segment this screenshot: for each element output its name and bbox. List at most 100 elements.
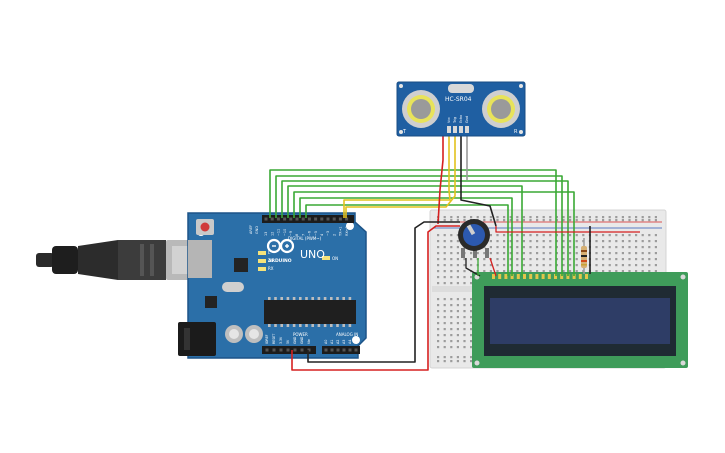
header-hole[interactable] <box>348 348 352 352</box>
breadboard-hole[interactable] <box>450 276 453 279</box>
breadboard-hole[interactable] <box>437 356 440 359</box>
breadboard-hole[interactable] <box>615 246 618 249</box>
breadboard-hole[interactable] <box>437 328 440 331</box>
breadboard-hole[interactable] <box>648 264 651 267</box>
breadboard-hole[interactable] <box>562 240 565 243</box>
breadboard-hole[interactable] <box>456 219 459 222</box>
breadboard-hole[interactable] <box>582 216 585 219</box>
breadboard-hole[interactable] <box>443 240 446 243</box>
breadboard-hole[interactable] <box>555 258 558 261</box>
wire-red[interactable] <box>495 226 640 233</box>
breadboard-hole[interactable] <box>450 360 453 363</box>
breadboard-hole[interactable] <box>654 234 657 237</box>
breadboard-hole[interactable] <box>654 252 657 255</box>
breadboard-hole[interactable] <box>608 219 611 222</box>
header-hole[interactable] <box>264 217 268 221</box>
sensor-pin[interactable] <box>465 126 469 133</box>
breadboard-hole[interactable] <box>575 270 578 273</box>
breadboard-hole[interactable] <box>456 276 459 279</box>
breadboard-hole[interactable] <box>608 252 611 255</box>
breadboard-hole[interactable] <box>555 246 558 249</box>
breadboard-hole[interactable] <box>470 252 473 255</box>
breadboard-hole[interactable] <box>496 216 499 219</box>
breadboard-hole[interactable] <box>542 258 545 261</box>
breadboard-hole[interactable] <box>595 234 598 237</box>
breadboard-hole[interactable] <box>483 264 486 267</box>
breadboard-hole[interactable] <box>476 252 479 255</box>
reset-button[interactable] <box>196 219 214 235</box>
breadboard-hole[interactable] <box>450 270 453 273</box>
breadboard-hole[interactable] <box>456 328 459 331</box>
breadboard-hole[interactable] <box>575 240 578 243</box>
breadboard-hole[interactable] <box>443 304 446 307</box>
breadboard-hole[interactable] <box>463 334 466 337</box>
breadboard-hole[interactable] <box>450 346 453 349</box>
breadboard-hole[interactable] <box>549 270 552 273</box>
breadboard-hole[interactable] <box>569 252 572 255</box>
breadboard-hole[interactable] <box>437 334 440 337</box>
breadboard-hole[interactable] <box>463 346 466 349</box>
breadboard-hole[interactable] <box>654 240 657 243</box>
breadboard-hole[interactable] <box>496 258 499 261</box>
breadboard-hole[interactable] <box>463 328 466 331</box>
wire-yellow[interactable] <box>345 134 456 218</box>
breadboard-hole[interactable] <box>470 282 473 285</box>
breadboard-hole[interactable] <box>621 240 624 243</box>
breadboard-hole[interactable] <box>489 234 492 237</box>
breadboard-hole[interactable] <box>443 310 446 313</box>
breadboard-hole[interactable] <box>654 216 657 219</box>
breadboard-hole[interactable] <box>608 234 611 237</box>
breadboard-hole[interactable] <box>509 264 512 267</box>
header-hole[interactable] <box>307 348 311 352</box>
breadboard-hole[interactable] <box>489 219 492 222</box>
breadboard-hole[interactable] <box>522 216 525 219</box>
breadboard-hole[interactable] <box>463 264 466 267</box>
breadboard-hole[interactable] <box>483 258 486 261</box>
breadboard-hole[interactable] <box>476 216 479 219</box>
breadboard-hole[interactable] <box>602 246 605 249</box>
breadboard-hole[interactable] <box>595 264 598 267</box>
breadboard-hole[interactable] <box>595 246 598 249</box>
wire-black[interactable] <box>460 134 497 227</box>
breadboard-hole[interactable] <box>529 252 532 255</box>
breadboard-hole[interactable] <box>562 270 565 273</box>
breadboard-hole[interactable] <box>602 216 605 219</box>
breadboard-hole[interactable] <box>463 258 466 261</box>
breadboard-hole[interactable] <box>463 310 466 313</box>
breadboard-hole[interactable] <box>443 328 446 331</box>
breadboard-hole[interactable] <box>503 234 506 237</box>
breadboard-hole[interactable] <box>575 234 578 237</box>
breadboard-hole[interactable] <box>529 240 532 243</box>
header-hole[interactable] <box>295 217 299 221</box>
breadboard-hole[interactable] <box>641 216 644 219</box>
breadboard-hole[interactable] <box>522 246 525 249</box>
breadboard-hole[interactable] <box>463 340 466 343</box>
breadboard-hole[interactable] <box>456 304 459 307</box>
breadboard-hole[interactable] <box>509 216 512 219</box>
breadboard-hole[interactable] <box>456 258 459 261</box>
breadboard-hole[interactable] <box>463 304 466 307</box>
breadboard-hole[interactable] <box>608 240 611 243</box>
header-hole[interactable] <box>272 348 276 352</box>
breadboard-hole[interactable] <box>496 270 499 273</box>
header-hole[interactable] <box>326 217 330 221</box>
breadboard-hole[interactable] <box>635 252 638 255</box>
breadboard-hole[interactable] <box>602 270 605 273</box>
breadboard-hole[interactable] <box>489 216 492 219</box>
breadboard-hole[interactable] <box>450 322 453 325</box>
lcd-pin[interactable] <box>516 274 520 279</box>
header-hole[interactable] <box>276 217 280 221</box>
header-hole[interactable] <box>342 348 346 352</box>
breadboard-hole[interactable] <box>595 252 598 255</box>
breadboard-hole[interactable] <box>470 216 473 219</box>
breadboard-hole[interactable] <box>516 258 519 261</box>
breadboard-hole[interactable] <box>516 216 519 219</box>
breadboard-hole[interactable] <box>529 219 532 222</box>
breadboard-hole[interactable] <box>648 258 651 261</box>
breadboard-hole[interactable] <box>562 264 565 267</box>
wire-black[interactable] <box>307 221 460 363</box>
breadboard-hole[interactable] <box>602 240 605 243</box>
breadboard-hole[interactable] <box>470 298 473 301</box>
breadboard-hole[interactable] <box>536 234 539 237</box>
